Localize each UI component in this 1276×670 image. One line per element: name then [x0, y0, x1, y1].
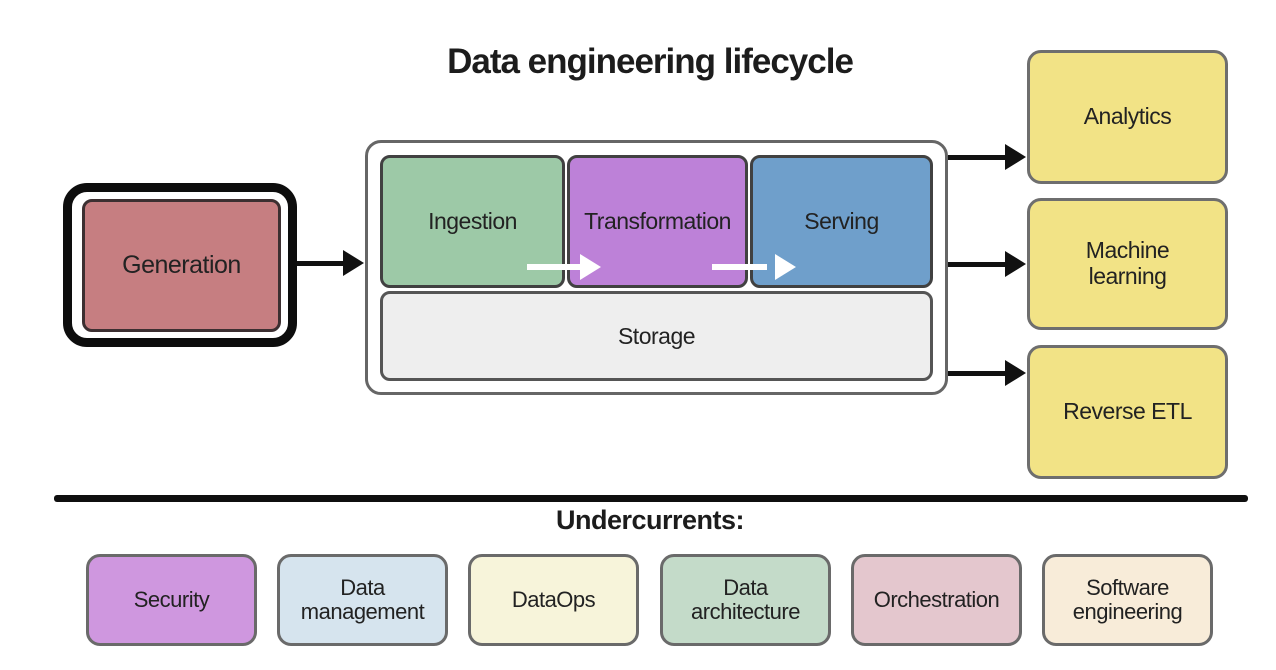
generation-label: Generation	[122, 251, 241, 279]
reverse-etl-label: Reverse ETL	[1063, 398, 1192, 425]
diagram-title: Data engineering lifecycle	[447, 42, 854, 81]
data-management-label: Data management	[300, 575, 425, 624]
orchestration-label: Orchestration	[873, 587, 1000, 613]
reverse-etl-box: Reverse ETL	[1027, 345, 1228, 479]
arrow-to-machine-learning-shaft	[948, 262, 1008, 267]
undercurrents-heading: Undercurrents:	[555, 505, 745, 535]
dataops-label: DataOps	[511, 587, 596, 613]
arrow-transformation-to-serving-head	[775, 254, 796, 280]
arrow-to-reverse-etl-head	[1005, 360, 1026, 386]
software-engineering-label: Software engineering	[1072, 575, 1183, 624]
dataops-box: DataOps	[468, 554, 639, 646]
arrow-to-machine-learning-head	[1005, 251, 1026, 277]
transformation-label: Transformation	[584, 208, 731, 235]
arrow-to-analytics-head	[1005, 144, 1026, 170]
storage-box: Storage	[380, 291, 933, 381]
machine-learning-box: Machine learning	[1027, 198, 1228, 330]
generation-box: Generation	[82, 199, 281, 332]
ingestion-label: Ingestion	[428, 208, 517, 235]
storage-label: Storage	[617, 322, 696, 349]
arrow-generation-to-pipeline-shaft	[297, 261, 345, 266]
arrow-to-reverse-etl-shaft	[948, 371, 1008, 376]
arrow-to-analytics-shaft	[948, 155, 1008, 160]
machine-learning-label: Machine learning	[1085, 237, 1170, 289]
data-architecture-label: Data architecture	[691, 575, 800, 624]
arrow-ingestion-to-transformation-head	[580, 254, 601, 280]
analytics-box: Analytics	[1027, 50, 1228, 184]
orchestration-box: Orchestration	[851, 554, 1022, 646]
data-management-box: Data management	[277, 554, 448, 646]
analytics-label: Analytics	[1083, 103, 1172, 130]
data-architecture-box: Data architecture	[660, 554, 831, 646]
security-box: Security	[86, 554, 257, 646]
arrow-generation-to-pipeline-head	[343, 250, 364, 276]
security-label: Security	[133, 587, 210, 613]
arrow-ingestion-to-transformation-shaft	[527, 264, 582, 270]
section-divider-line	[54, 495, 1248, 502]
arrow-transformation-to-serving-shaft	[712, 264, 767, 270]
software-engineering-box: Software engineering	[1042, 554, 1213, 646]
serving-label: Serving	[804, 208, 879, 235]
